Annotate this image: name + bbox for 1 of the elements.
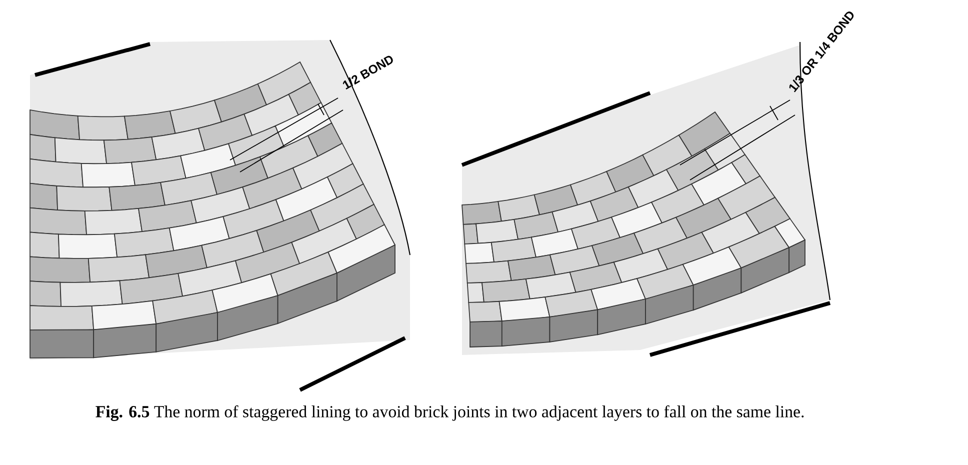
figure-caption: Fig. 6.5 The norm of staggered lining to avoid brick joints in two adjacent layers to fall on the same line. — [96, 405, 804, 421]
